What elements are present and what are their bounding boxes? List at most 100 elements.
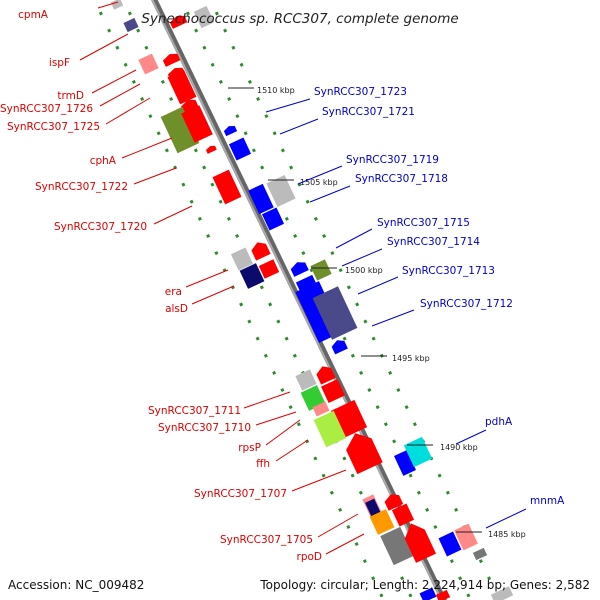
leader-line-right [309, 185, 351, 203]
kbp-label: 1490 kbp [440, 443, 478, 452]
leader-line-right [335, 228, 373, 249]
leader-line-right [297, 165, 343, 185]
gene-label-left: ispF [49, 57, 70, 69]
gene-label-right: SynRCC307_1718 [355, 173, 448, 185]
gene-feature [321, 379, 345, 403]
gene-label-left: SynRCC307_1707 [194, 488, 287, 500]
leader-line-right [357, 276, 399, 295]
gene-feature [403, 436, 433, 468]
leader-line-right [455, 429, 487, 445]
leader-line-right [485, 508, 527, 529]
kbp-label: 1510 kbp [257, 86, 295, 95]
gene-feature [295, 369, 317, 391]
gene-feature [181, 105, 213, 143]
gene-feature [438, 531, 462, 557]
gene-feature [230, 247, 254, 271]
gene-label-left: rpsP [238, 442, 261, 454]
gene-feature [212, 169, 242, 205]
gene-label-left: alsD [165, 303, 188, 315]
leader-line-left [99, 83, 141, 107]
leader-line-left [153, 205, 193, 225]
gene-feature [239, 263, 265, 289]
leader-line-left [265, 419, 301, 446]
gene-feature [261, 207, 285, 231]
gene-feature [266, 174, 296, 208]
leader-line-left [105, 97, 151, 125]
gene-label-right: SynRCC307_1721 [322, 106, 415, 118]
gene-feature-arrow [384, 494, 404, 511]
kbp-label: 1500 kbp [345, 266, 383, 275]
kbp-label: 1505 kbp [300, 178, 338, 187]
gene-feature-arrow [346, 433, 383, 475]
gene-feature [369, 509, 395, 535]
gene-feature [490, 586, 514, 600]
gene-label-right: SynRCC307_1719 [346, 154, 439, 166]
leader-line-right [371, 309, 415, 327]
gene-label-left: cphA [90, 155, 117, 167]
leader-line-left [275, 439, 309, 462]
leader-line-left [133, 167, 177, 185]
leader-line-left [243, 391, 291, 409]
genome-title: Synechococcus sp. RCC307, complete genom… [141, 11, 458, 27]
gene-feature-arrow [180, 99, 199, 113]
gene-label-right: pdhA [485, 416, 513, 428]
gene-feature [313, 410, 347, 448]
gene-label-left: SynRCC307_1722 [35, 181, 128, 193]
gene-feature [248, 183, 274, 215]
gene-feature-arrow [331, 340, 348, 355]
kbp-scale: 1510 kbp 1505 kbp 1500 kbp 1495 kbp 1490 kbp… [228, 86, 526, 539]
leader-line-left [79, 33, 129, 61]
gene-feature [454, 523, 478, 551]
gene-feature [435, 589, 451, 600]
kbp-label: 1495 kbp [392, 354, 430, 363]
gene-label-left: cpmA [18, 9, 49, 21]
gene-label-left: SynRCC307_1720 [54, 221, 147, 233]
topology-text: Topology: circular; Length: 2,224,914 bp… [260, 578, 590, 592]
gene-feature [365, 498, 381, 518]
gene-features [110, 0, 514, 600]
gene-feature-arrow [223, 126, 238, 137]
gene-label-right: mnmA [530, 495, 565, 507]
gene-label-left: era [165, 286, 182, 298]
gene-label-right: SynRCC307_1723 [314, 86, 407, 98]
gene-label-left: ffh [256, 458, 270, 470]
leader-line-left [121, 137, 173, 159]
gene-feature-arrow [404, 523, 436, 563]
gene-label-left: SynRCC307_1710 [158, 422, 251, 434]
gene-feature [472, 547, 488, 561]
gene-feature [258, 259, 280, 279]
gene-feature [193, 5, 215, 29]
leader-line-left [185, 269, 229, 288]
gene-feature [138, 53, 159, 75]
accession-text: Accession: NC_009482 [8, 578, 145, 592]
gene-label-left: SynRCC307_1711 [148, 405, 241, 417]
label-leader-lines [79, 1, 527, 555]
leader-line-left [191, 285, 235, 305]
gene-feature [123, 17, 139, 33]
leader-line-left [97, 1, 119, 9]
gene-label-right: SynRCC307_1714 [387, 236, 480, 248]
gene-label-left: SynRCC307_1725 [7, 121, 100, 133]
gene-feature [310, 259, 332, 281]
gene-label-right: SynRCC307_1712 [420, 298, 513, 310]
gene-feature [110, 0, 124, 10]
gene-feature-arrow [251, 242, 271, 261]
leader-line-left [91, 69, 137, 94]
gene-feature [312, 401, 330, 417]
gene-label-left: SynRCC307_1726 [0, 103, 93, 115]
gene-feature-arrow [205, 145, 217, 154]
gene-feature [167, 69, 197, 105]
gene-label-left: trmD [57, 90, 84, 102]
leader-line-left [325, 533, 365, 555]
gene-label-left: SynRCC307_1705 [220, 534, 313, 546]
gene-feature [391, 503, 415, 527]
gene-feature [160, 106, 200, 154]
leader-line-left [317, 513, 359, 538]
gene-label-right: SynRCC307_1715 [377, 217, 470, 229]
gene-feature-arrow [162, 53, 181, 67]
gene-feature [312, 286, 358, 340]
gene-label-right: SynRCC307_1713 [402, 265, 495, 277]
gene-labels: cpmA ispF trmDSynRCC307_1726SynRCC307_1725… [0, 9, 565, 563]
kbp-label: 1485 kbp [488, 530, 526, 539]
